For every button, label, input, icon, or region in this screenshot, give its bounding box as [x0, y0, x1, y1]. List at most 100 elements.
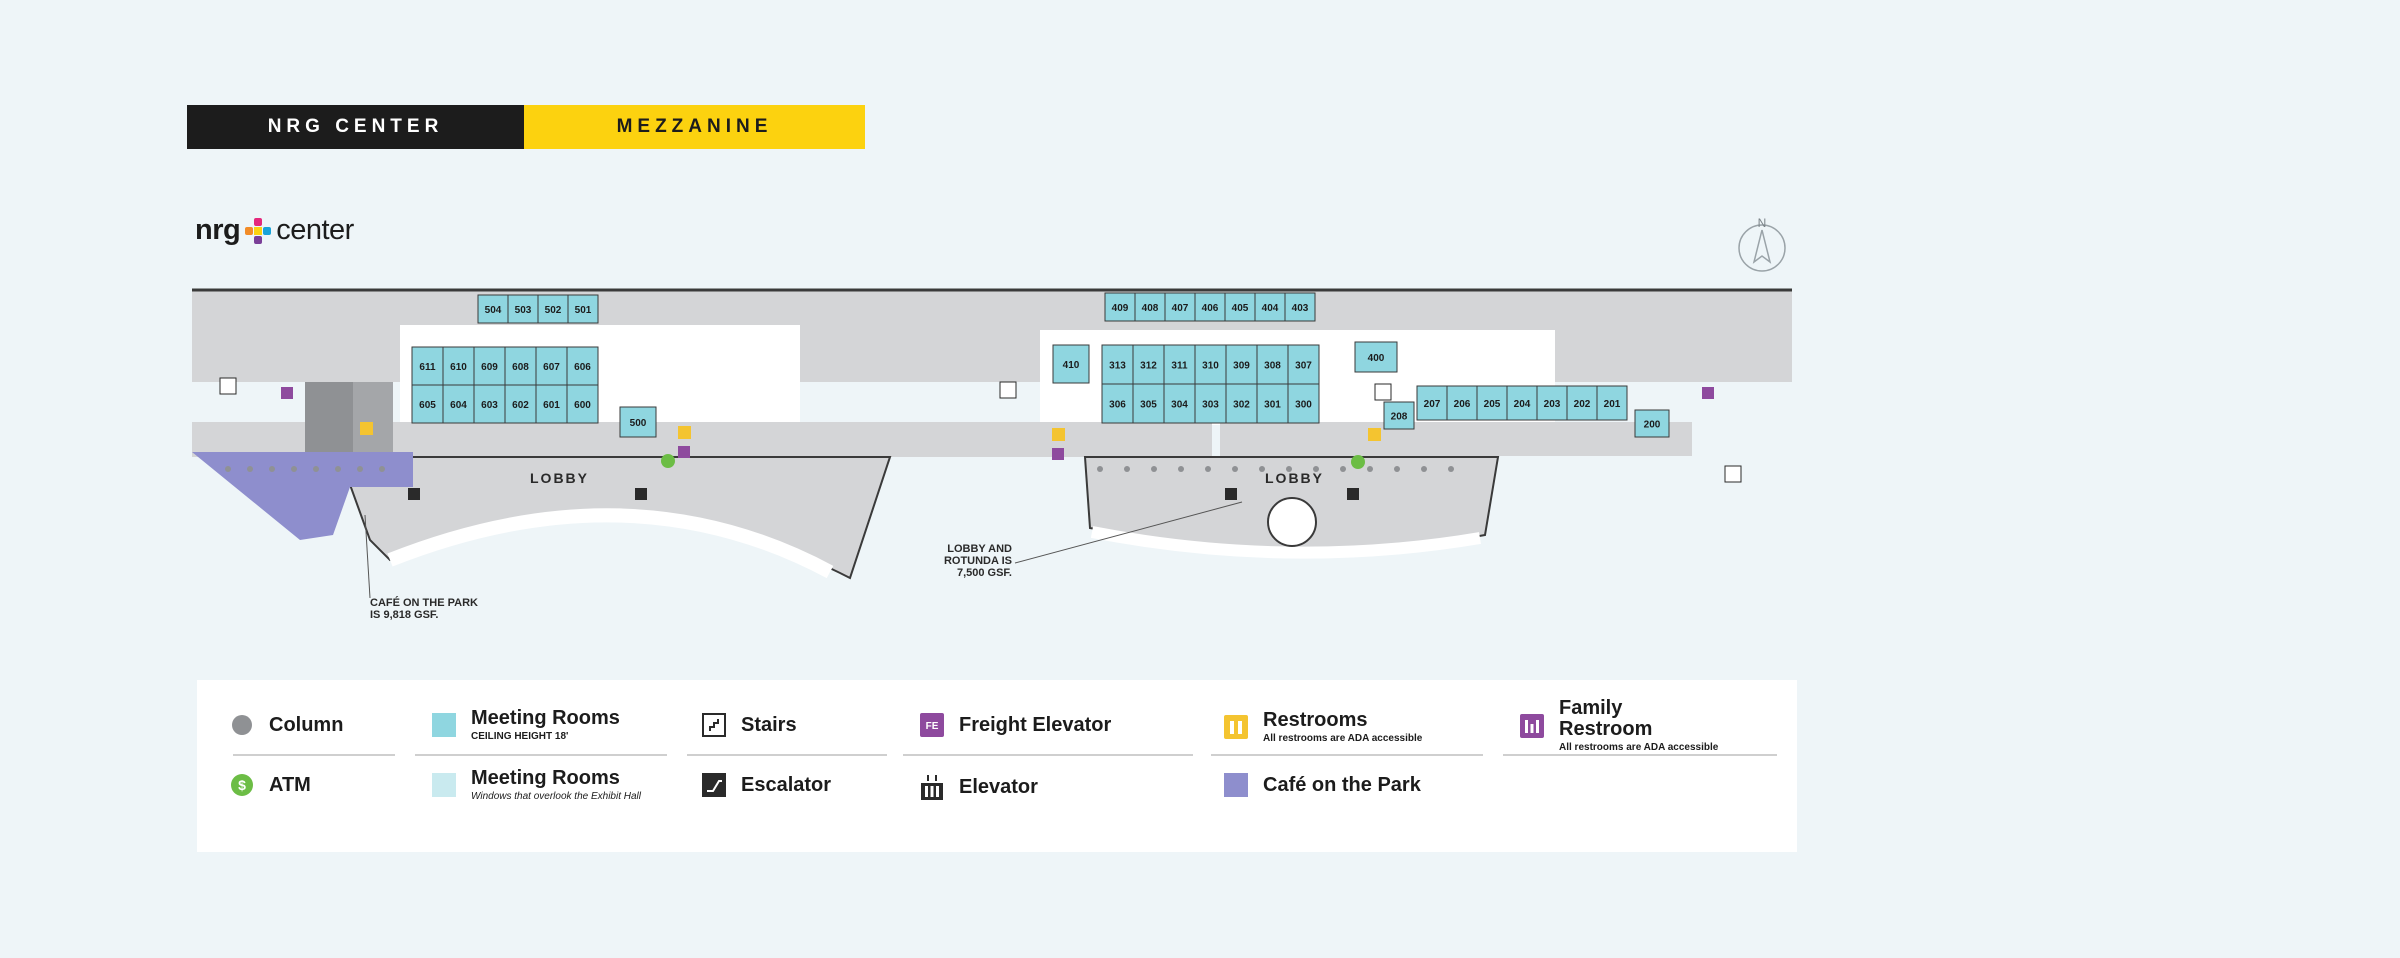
room-number-label: 313 — [1109, 361, 1126, 372]
meeting-room-403 — [1284, 292, 1316, 322]
room-number-label: 207 — [1424, 399, 1441, 410]
escalator-icon — [701, 772, 727, 798]
legend-restrooms-sub: All restrooms are ADA accessible — [1263, 733, 1423, 744]
room-number-label: 409 — [1112, 303, 1129, 314]
room-number-label: 310 — [1202, 361, 1219, 372]
room-number-label: 307 — [1295, 361, 1312, 372]
meeting-room-503 — [507, 294, 539, 324]
escalator-icon — [408, 488, 1359, 500]
room-number-label: 206 — [1454, 399, 1471, 410]
column-marker — [269, 466, 275, 472]
column-marker — [1448, 466, 1454, 472]
meeting-room-400 — [1354, 341, 1398, 373]
logo-suffix: center — [276, 214, 354, 246]
meeting-room-201 — [1596, 385, 1628, 421]
column-marker — [357, 466, 363, 472]
legend-family-restroom-line1: Family — [1559, 697, 1623, 719]
logo-prefix: nrg — [195, 214, 241, 246]
room-number-label: 602 — [512, 400, 529, 411]
legend-meeting-rooms-window-label: Meeting Rooms — [471, 767, 620, 789]
meeting-room-407 — [1164, 292, 1196, 322]
legend-freight-elevator-label: Freight Elevator — [959, 713, 1112, 736]
room-number-label: 203 — [1544, 399, 1561, 410]
room-number-label: 404 — [1262, 303, 1279, 314]
column-marker — [291, 466, 297, 472]
stairs-icon — [219, 377, 1742, 483]
room-number-label: 610 — [450, 362, 467, 373]
legend-escalator-label: Escalator — [741, 773, 832, 796]
meeting-room-306 — [1101, 383, 1134, 424]
nrg-center-logo: nrg center — [195, 214, 354, 247]
legend-family-restroom: Family Restroom All restrooms are ADA ac… — [1519, 698, 1718, 753]
meeting-room-200 — [1634, 409, 1670, 438]
restroom-icon — [1223, 714, 1249, 740]
meeting-room-303 — [1194, 383, 1227, 424]
meeting-room-609 — [473, 346, 506, 386]
column-marker — [1313, 466, 1319, 472]
service-room — [353, 382, 393, 452]
meeting-room-312 — [1132, 344, 1165, 385]
legend-column: Column — [229, 712, 343, 738]
legend-freight-elevator: FE Freight Elevator — [919, 712, 1111, 738]
meeting-room-608 — [504, 346, 537, 386]
room-number-label: 503 — [515, 305, 532, 316]
map-legend: Column $ ATM Meeting Rooms CEILING HEIGH… — [197, 680, 1797, 852]
room-number-label: 306 — [1109, 400, 1126, 411]
room-number-label: 303 — [1202, 400, 1219, 411]
meeting-room-610 — [442, 346, 475, 386]
legend-escalator: Escalator — [701, 772, 831, 798]
east-concourse — [1220, 422, 1692, 456]
legend-meeting-rooms-window-sub: Windows that overlook the Exhibit Hall — [471, 791, 641, 802]
room-number-label: 200 — [1644, 420, 1661, 431]
room-number-label: 504 — [485, 305, 502, 316]
meeting-room-301 — [1256, 383, 1289, 424]
elevator-icon — [919, 774, 945, 800]
column-marker — [313, 466, 319, 472]
meeting-room-310 — [1194, 344, 1227, 385]
column-marker — [1367, 466, 1373, 472]
level-title: MEZZANINE — [524, 105, 865, 149]
meeting-room-swatch — [431, 712, 457, 738]
room-number-label: 601 — [543, 400, 560, 411]
room-number-label: 300 — [1295, 400, 1312, 411]
meeting-room-404 — [1254, 292, 1286, 322]
legend-divider — [1211, 754, 1483, 756]
legend-atm: $ ATM — [229, 772, 311, 798]
legend-meeting-rooms-label: Meeting Rooms — [471, 707, 620, 729]
room-number-label: 608 — [512, 362, 529, 373]
room-number-label: 611 — [419, 362, 436, 373]
column-marker — [1178, 466, 1184, 472]
room-number-label: 302 — [1233, 400, 1250, 411]
room-number-label: 202 — [1574, 399, 1591, 410]
legend-cafe-label: Café on the Park — [1263, 773, 1421, 796]
logo-plus-icon — [243, 216, 273, 246]
column-marker — [1205, 466, 1211, 472]
meeting-room-606 — [566, 346, 599, 386]
column-marker — [1124, 466, 1130, 472]
legend-elevator: Elevator — [919, 774, 1038, 800]
room-number-label: 605 — [419, 400, 436, 411]
meeting-room-611 — [411, 346, 444, 386]
cafe-on-the-park — [192, 452, 413, 540]
column-marker — [1259, 466, 1265, 472]
stairs-icon — [701, 712, 727, 738]
room-number-label: 502 — [545, 305, 562, 316]
cafe-swatch — [1223, 772, 1249, 798]
room-number-label: 500 — [630, 418, 647, 429]
room-number-label: 309 — [1233, 361, 1250, 372]
service-room — [305, 382, 353, 452]
column-marker — [1097, 466, 1103, 472]
rotunda-annotation-line2: ROTUNDA IS — [944, 555, 1012, 567]
family-restroom-icon — [281, 387, 1714, 460]
room-number-label: 607 — [543, 362, 560, 373]
legend-meeting-rooms-sub: CEILING HEIGHT 18' — [471, 731, 569, 742]
legend-restrooms-label: Restrooms — [1263, 709, 1368, 731]
legend-stairs-label: Stairs — [741, 713, 797, 736]
meeting-room-603 — [473, 384, 506, 424]
room-number-label: 204 — [1514, 399, 1531, 410]
family-restroom-icon — [1519, 713, 1545, 739]
rotunda-annotation-line1: LOBBY AND — [947, 543, 1012, 555]
meeting-room-300 — [1287, 383, 1320, 424]
meeting-room-501 — [567, 294, 599, 324]
